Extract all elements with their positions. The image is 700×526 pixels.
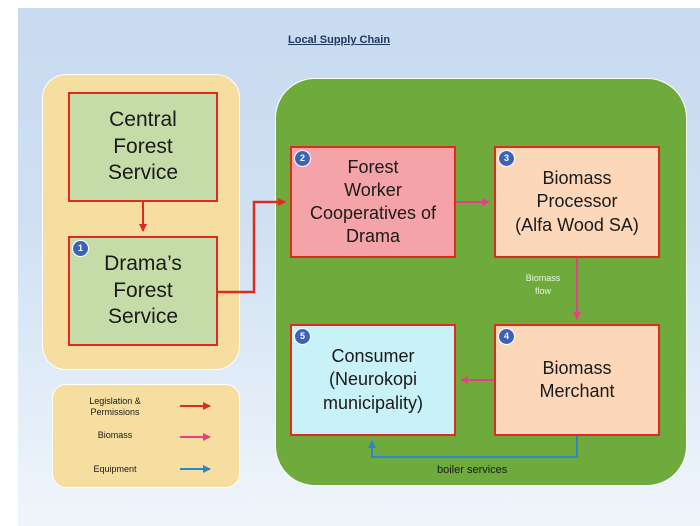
- boiler-services-label: boiler services: [437, 464, 508, 476]
- step-badge: 1: [72, 240, 89, 257]
- legend-label-legislation: Legislation & Permissions: [89, 396, 141, 417]
- node-consumer: 5 Consumer (Neurokopi municipality): [290, 324, 456, 436]
- node-dramas-forest-service: 1 Drama’s Forest Service: [68, 236, 218, 346]
- node-label: Consumer (Neurokopi municipality): [322, 346, 424, 413]
- step-badge: 5: [294, 328, 311, 345]
- node-label: Central Forest Service: [107, 107, 179, 185]
- legend-label-equipment: Equipment: [93, 464, 137, 474]
- node-forest-worker-cooperatives: 2 Forest Worker Cooperatives of Drama: [290, 146, 456, 258]
- node-central-forest-service: Central Forest Service: [68, 92, 218, 202]
- arrow-drama-to-cooperatives: [218, 198, 286, 294]
- legend-label-biomass: Biomass: [97, 430, 133, 440]
- node-label: Biomass Merchant: [539, 357, 615, 401]
- node-label: Biomass Processor (Alfa Wood SA): [515, 168, 639, 235]
- node-label: Drama’s Forest Service: [104, 251, 182, 329]
- biomass-flow-label: Biomass flow: [525, 273, 561, 297]
- step-badge: 4: [498, 328, 515, 345]
- step-badge: 2: [294, 150, 311, 167]
- step-badge: 3: [498, 150, 515, 167]
- arrow-boiler-services: [368, 436, 578, 458]
- node-biomass-merchant: 4 Biomass Merchant: [494, 324, 660, 436]
- node-label: Forest Worker Cooperatives of Drama: [309, 156, 437, 247]
- node-biomass-processor: 3 Biomass Processor (Alfa Wood SA): [494, 146, 660, 258]
- diagram-title: Local Supply Chain: [288, 34, 391, 46]
